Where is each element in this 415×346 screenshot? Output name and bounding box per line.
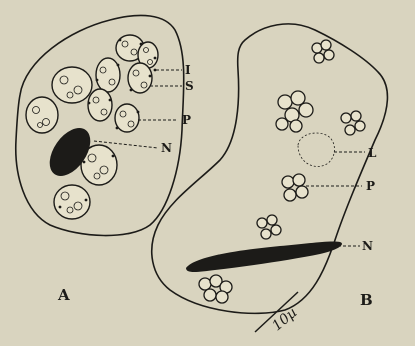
label-a-p: P (182, 113, 191, 127)
panel-label-b: B (360, 291, 373, 309)
label-a-n: N (161, 141, 172, 155)
label-a-i: I (185, 63, 191, 77)
scale-bar-label: 10µ (269, 305, 300, 335)
cell-b-nucleus (186, 241, 342, 272)
label-b-l: L (368, 146, 377, 160)
cell-b-leucoplast (298, 133, 334, 166)
label-a-s: S (185, 79, 194, 93)
label-b-p: P (366, 179, 375, 193)
panel-label-a: A (57, 286, 70, 304)
cell-a-plastids (26, 35, 158, 219)
label-b-n: N (362, 239, 373, 253)
